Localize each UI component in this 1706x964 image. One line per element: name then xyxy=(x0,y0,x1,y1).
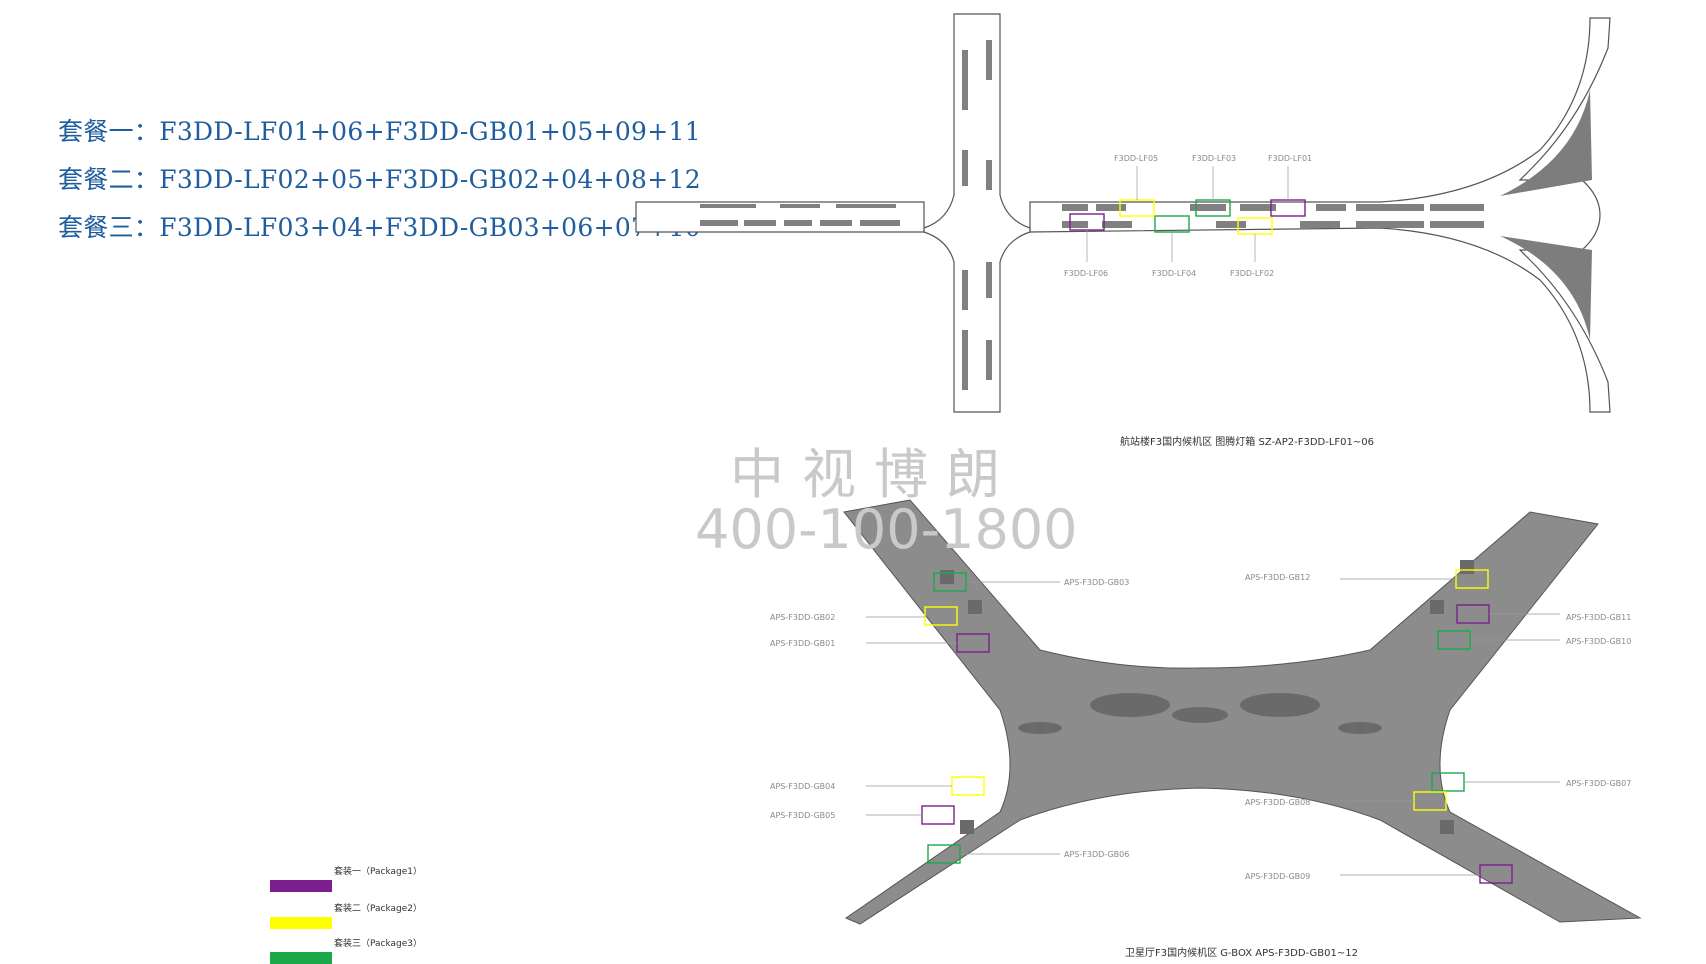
east-wing-top-gray xyxy=(1500,90,1592,196)
legend-swatch-package2 xyxy=(270,917,332,929)
label-gb04: APS-F3DD-GB04 xyxy=(770,782,835,791)
marker-gb05 xyxy=(921,805,955,825)
package-line-3: 套餐三：F3DD-LF03+04+F3DD-GB03+06+07+10 xyxy=(58,208,701,244)
satellite-x-shape xyxy=(843,499,1642,925)
label-gb12: APS-F3DD-GB12 xyxy=(1245,573,1310,582)
satellite-inner-shapes xyxy=(940,560,1474,834)
watermark-name: 中视博朗 xyxy=(730,443,1018,506)
east-concourse xyxy=(1029,17,1611,413)
label-gb06: APS-F3DD-GB06 xyxy=(1064,850,1129,859)
marker-gb09 xyxy=(1479,864,1513,884)
bottom-map-caption: 卫星厅F3国内候机区 G-BOX APS-F3DD-GB01~12 xyxy=(1125,948,1358,959)
top-gate-blocks xyxy=(700,40,1484,390)
east-wing-bottom-gray xyxy=(1500,236,1592,340)
legend-label-package1: 套装一（Package1） xyxy=(334,867,423,877)
marker-gb04 xyxy=(951,776,985,796)
label-gb05: APS-F3DD-GB05 xyxy=(770,811,835,820)
vertical-concourse xyxy=(923,13,1031,413)
package-3-label: 套餐三： xyxy=(58,213,160,242)
label-lf03: F3DD-LF03 xyxy=(1192,154,1236,163)
label-lf01: F3DD-LF01 xyxy=(1268,154,1312,163)
terminal-floor-map: F3DD-LF01 F3DD-LF03 F3DD-LF05 F3DD-LF06 … xyxy=(635,13,1611,413)
legend-label-package2: 套装二（Package2） xyxy=(334,904,423,914)
label-lf05: F3DD-LF05 xyxy=(1114,154,1158,163)
package-1-label: 套餐一： xyxy=(58,117,160,146)
label-lf04: F3DD-LF04 xyxy=(1152,269,1196,278)
label-lf06: F3DD-LF06 xyxy=(1064,269,1108,278)
top-map-caption: 航站楼F3国内候机区 图腾灯箱 SZ-AP2-F3DD-LF01~06 xyxy=(1120,437,1374,448)
label-gb08: APS-F3DD-GB08 xyxy=(1245,798,1310,807)
legend-label-package3: 套装三（Package3） xyxy=(334,939,423,949)
label-lf02: F3DD-LF02 xyxy=(1230,269,1274,278)
label-gb10: APS-F3DD-GB10 xyxy=(1566,637,1631,646)
label-gb11: APS-F3DD-GB11 xyxy=(1566,613,1631,622)
package-line-1: 套餐一：F3DD-LF01+06+F3DD-GB01+05+09+11 xyxy=(58,112,701,148)
label-gb07: APS-F3DD-GB07 xyxy=(1566,779,1631,788)
marker-gb02 xyxy=(924,606,958,626)
package-line-2: 套餐二：F3DD-LF02+05+F3DD-GB02+04+08+12 xyxy=(58,160,701,196)
label-gb02: APS-F3DD-GB02 xyxy=(770,613,835,622)
legend-swatch-package1 xyxy=(270,880,332,892)
package-2-label: 套餐二： xyxy=(58,165,160,194)
legend-swatch-package3 xyxy=(270,952,332,964)
label-gb01: APS-F3DD-GB01 xyxy=(770,639,835,648)
package-1-items: F3DD-LF01+06+F3DD-GB01+05+09+11 xyxy=(159,117,701,146)
label-gb09: APS-F3DD-GB09 xyxy=(1245,872,1310,881)
watermark-phone: 400-100-1800 xyxy=(695,498,1078,561)
package-2-items: F3DD-LF02+05+F3DD-GB02+04+08+12 xyxy=(159,165,701,194)
label-gb03: APS-F3DD-GB03 xyxy=(1064,578,1129,587)
package-3-items: F3DD-LF03+04+F3DD-GB03+06+07+10 xyxy=(159,213,701,242)
